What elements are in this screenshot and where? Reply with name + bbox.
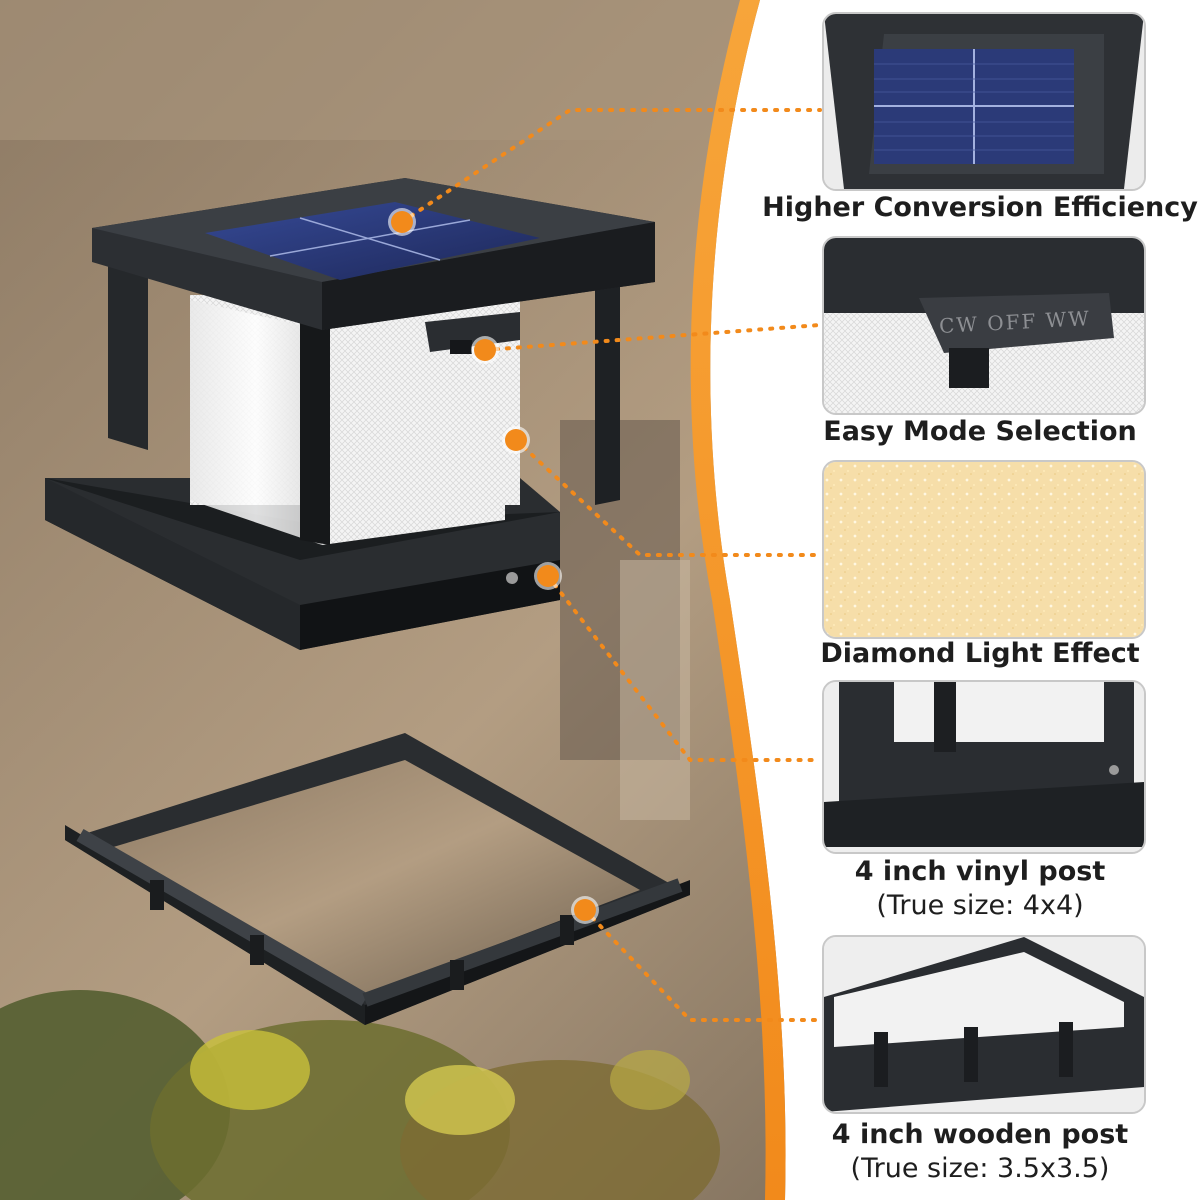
diamond-light-image (824, 462, 1144, 637)
solar-panel-image (824, 14, 1144, 189)
thumb-diamond-light (822, 460, 1146, 639)
feature-label-mode: Easy Mode Selection (823, 416, 1137, 447)
thumb-solar-panel (822, 12, 1146, 191)
vinyl-post-size: (True size: 4x4) (876, 890, 1084, 921)
wooden-post-image (824, 937, 1144, 1112)
wooden-post-title: 4 inch wooden post (831, 1119, 1129, 1150)
thumb-wooden-post (822, 935, 1146, 1114)
hotspot-shade (505, 429, 527, 451)
vinyl-post-title: 4 inch vinyl post (854, 856, 1106, 887)
hotspot-adapter-frame (574, 899, 596, 921)
vinyl-post-image (824, 682, 1144, 852)
hotspot-base (537, 565, 559, 587)
mode-switch-image (824, 238, 1144, 413)
hotspot-solar-panel (391, 211, 413, 233)
thumb-vinyl-post (822, 680, 1146, 854)
thumb-mode-switch: CW OFF WW (822, 236, 1146, 415)
feature-label-conversion: Higher Conversion Efficiency (762, 192, 1198, 223)
feature-label-wooden: 4 inch wooden post (True size: 3.5x3.5) (760, 1118, 1200, 1186)
feature-label-diamond: Diamond Light Effect (820, 638, 1140, 669)
hotspot-mode-switch (474, 339, 496, 361)
wooden-post-size: (True size: 3.5x3.5) (850, 1153, 1110, 1184)
feature-label-vinyl: 4 inch vinyl post (True size: 4x4) (760, 855, 1200, 923)
